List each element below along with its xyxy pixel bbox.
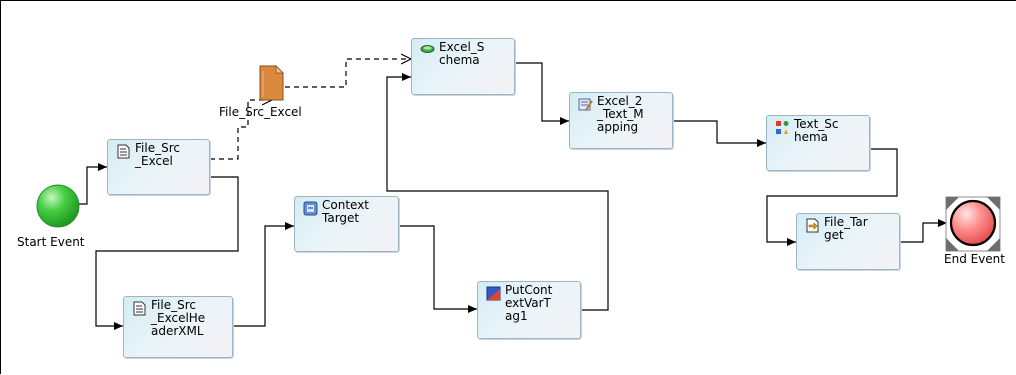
file-target-icon (806, 218, 819, 233)
task-label: Excel_2 _Text_M apping (597, 94, 644, 134)
flow-mapping-to-text-schema (673, 120, 766, 147)
mapping-icon (578, 98, 593, 111)
task-file-src-excel[interactable]: File_Src _Excel (107, 139, 210, 195)
task-label: Text_Sc hema (794, 117, 839, 144)
file-source-icon (117, 144, 130, 159)
file-source-icon (133, 301, 146, 316)
task-label: Excel_S chema (439, 40, 485, 67)
task-label: File_Src _Excel (135, 141, 180, 168)
data-object-document-icon (259, 65, 284, 101)
data-association-data-object-to-excel-schema (285, 59, 411, 88)
task-excel-2-text-mapping[interactable]: Excel_2 _Text_M apping (569, 92, 673, 149)
task-text-schema[interactable]: Text_Sc hema (766, 115, 870, 171)
schema-icon (420, 45, 435, 53)
task-file-src-excelheaderxml[interactable]: File_Src _ExcelHe aderXML (123, 296, 233, 358)
start-event-circle (36, 184, 80, 228)
flow-file-src-excel-to-header-xml (95, 176, 239, 330)
flow-context-target-to-putcontextvartag1 (399, 225, 477, 313)
flow-text-schema-to-file-target (766, 148, 898, 246)
task-excel-schema[interactable]: Excel_S chema (411, 38, 515, 95)
task-label: File_Src _ExcelHe aderXML (151, 298, 206, 338)
data-association-file-src-excel-to-data-object (210, 100, 272, 160)
flow-start-to-file-src-excel (77, 163, 107, 205)
task-putcontextvartag1[interactable]: PutCont extVarT ag1 (477, 281, 581, 339)
end-event-shape (945, 196, 1001, 252)
flow-putcontextvartag1-to-excel-schema (386, 73, 609, 311)
start-event-label: Start Event (17, 235, 85, 249)
context-icon (303, 201, 318, 216)
flow-file-target-to-end (900, 219, 947, 243)
task-label: File_Tar get (824, 215, 868, 242)
task-file-target[interactable]: File_Tar get (796, 213, 900, 270)
flow-excel-schema-to-mapping (515, 62, 569, 125)
text-schema-icon (776, 121, 789, 134)
end-event-label: End Event (944, 252, 1005, 266)
data-object-label: File_Src_Excel (219, 105, 302, 119)
task-context-target[interactable]: Context Target (294, 196, 399, 252)
task-label: Context Target (322, 198, 370, 225)
task-label: PutCont extVarT ag1 (505, 283, 553, 323)
put-context-icon (486, 286, 501, 301)
flow-header-xml-to-context-target (233, 222, 294, 327)
